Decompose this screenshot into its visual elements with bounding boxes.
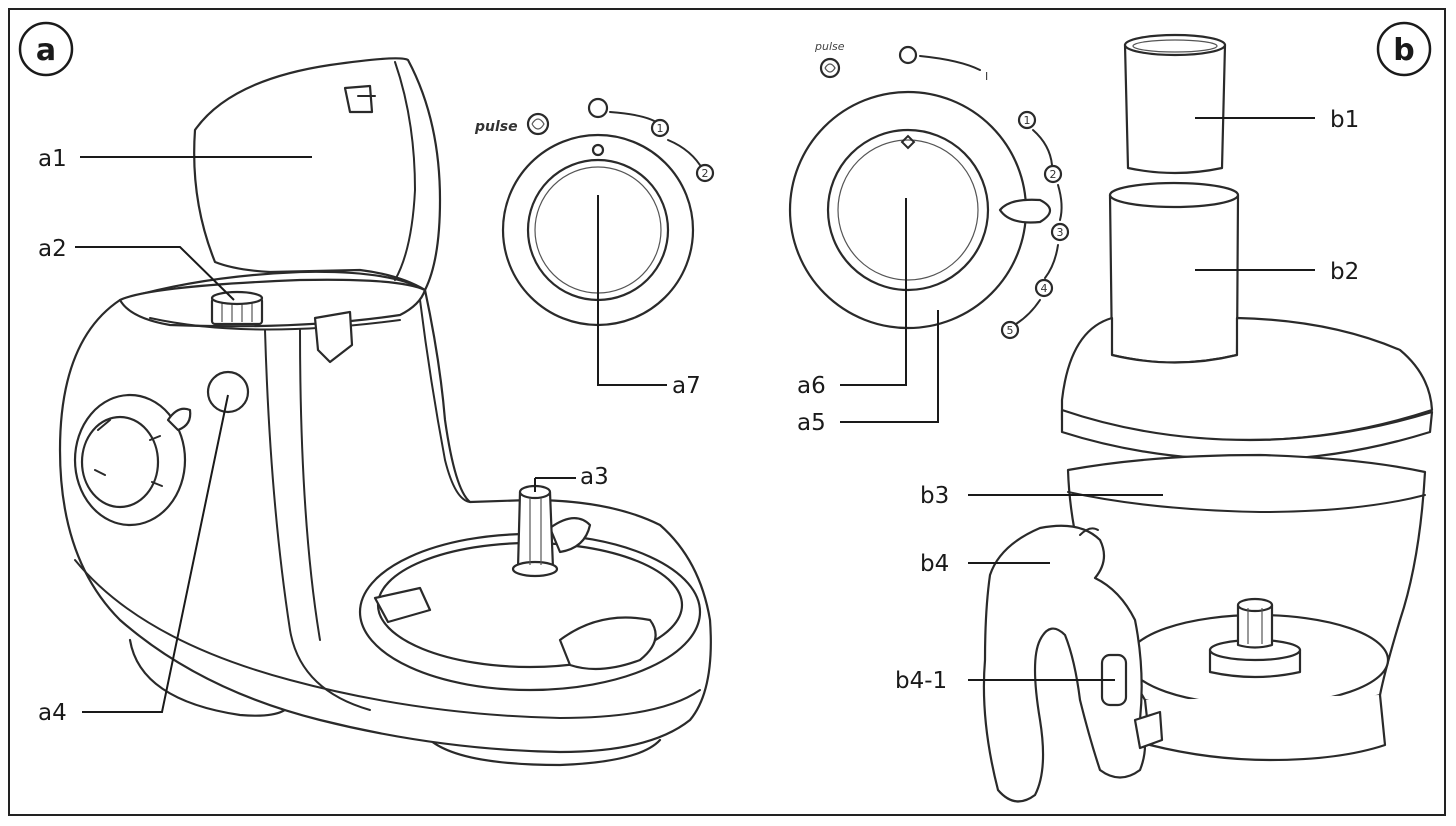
- label-b4: b4: [920, 551, 949, 577]
- label-b3: b3: [920, 483, 949, 509]
- dial-a7: 1 2 pulse: [474, 97, 715, 327]
- label-a6: a6: [797, 373, 826, 399]
- lid-illustration: [193, 57, 442, 292]
- label-a3: a3: [580, 464, 609, 490]
- panel-badge-a-text: a: [36, 33, 56, 68]
- dial-a5-speed-1: 1: [1024, 114, 1031, 127]
- panel-badge-b: b: [1376, 21, 1432, 77]
- dial-a5-off-mark: I: [985, 70, 988, 83]
- panel-badge-a: a: [18, 21, 74, 77]
- dial-a7-pulse-label: pulse: [474, 119, 518, 135]
- dial-a5-speed-2: 2: [1050, 168, 1057, 181]
- dial-a5-pulse-label: pulse: [814, 40, 845, 53]
- bowl-assembly-illustration: [982, 33, 1434, 803]
- pulse-icon-a5: [819, 57, 841, 79]
- label-b4-1: b4-1: [895, 668, 947, 694]
- part-labels: a1 a2 a3 a4 a5 a6 a7 b1 b2 b3 b4 b4-1: [38, 107, 1359, 726]
- motor-base-illustration: [58, 270, 712, 767]
- dial-a5-speed-5: 5: [1007, 324, 1014, 337]
- label-b1: b1: [1330, 107, 1359, 133]
- pulse-icon-a7: [526, 112, 550, 136]
- label-a7: a7: [672, 373, 701, 399]
- label-a4: a4: [38, 700, 67, 726]
- leader-lines: [75, 117, 1315, 713]
- label-b2: b2: [1330, 259, 1359, 285]
- panel-badge-b-text: b: [1393, 33, 1414, 68]
- label-a1: a1: [38, 146, 67, 172]
- label-a5: a5: [797, 410, 826, 436]
- dial-a7-speed-1: 1: [657, 122, 664, 135]
- dial-a5-speed-4: 4: [1041, 282, 1048, 295]
- label-a2: a2: [38, 236, 67, 262]
- dial-a7-speed-2: 2: [702, 167, 709, 180]
- dial-a5-speed-3: 3: [1057, 226, 1064, 239]
- dial-a5: I pulse 1 2 3 4 5: [788, 40, 1070, 340]
